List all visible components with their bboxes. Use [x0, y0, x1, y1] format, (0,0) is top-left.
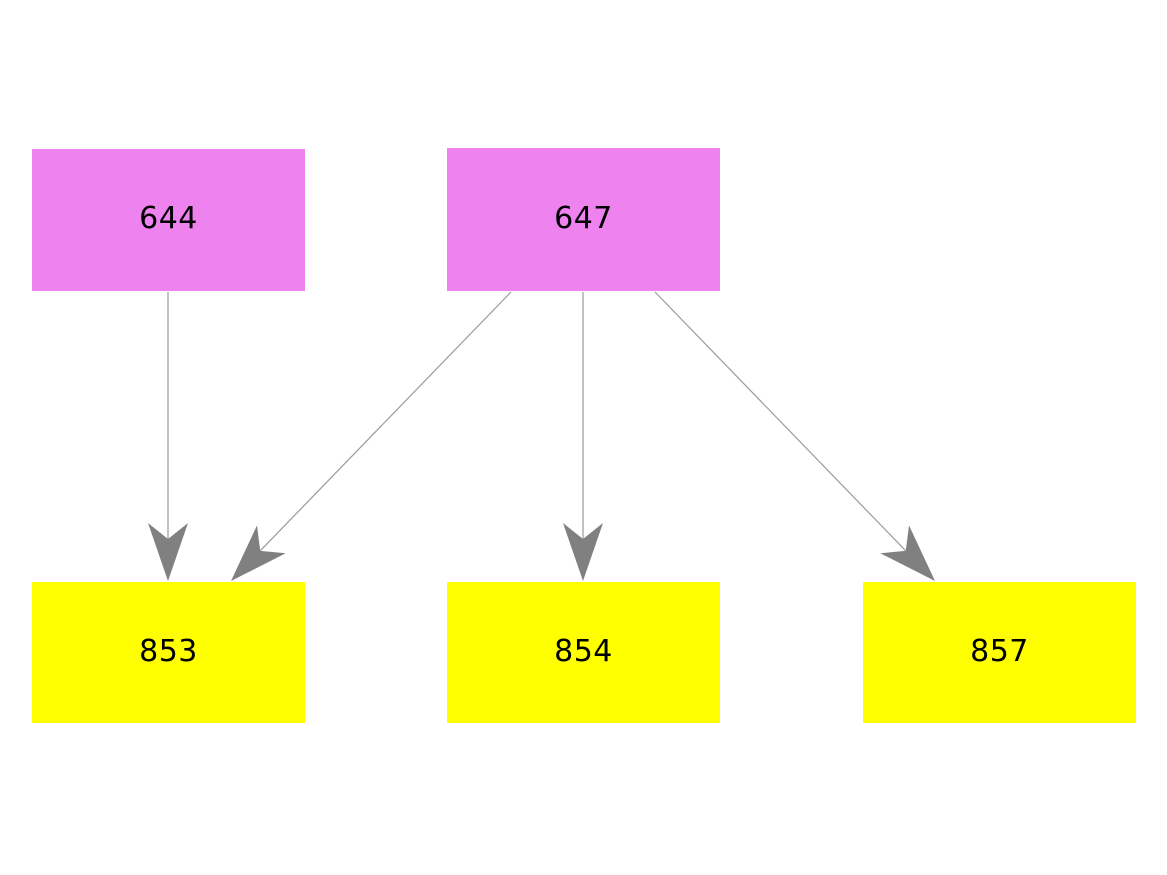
arrowhead-647-857 [880, 525, 935, 581]
node-644[interactable]: 644 [32, 149, 305, 291]
node-853-label: 853 [139, 633, 198, 669]
node-853[interactable]: 853 [32, 582, 305, 723]
edge-line-647-853 [259, 291, 512, 552]
arrowhead-647-854 [563, 523, 603, 581]
arrowhead-647-853 [231, 525, 286, 581]
edges-group [148, 291, 935, 581]
node-647[interactable]: 647 [447, 148, 720, 291]
node-647-label: 647 [554, 200, 613, 236]
edge-line-647-857 [654, 291, 907, 552]
node-854[interactable]: 854 [447, 582, 720, 723]
arrowhead-644-853 [148, 523, 188, 581]
node-857-label: 857 [970, 633, 1029, 669]
node-854-label: 854 [554, 633, 613, 669]
node-857[interactable]: 857 [863, 582, 1136, 723]
node-644-label: 644 [139, 201, 198, 236]
